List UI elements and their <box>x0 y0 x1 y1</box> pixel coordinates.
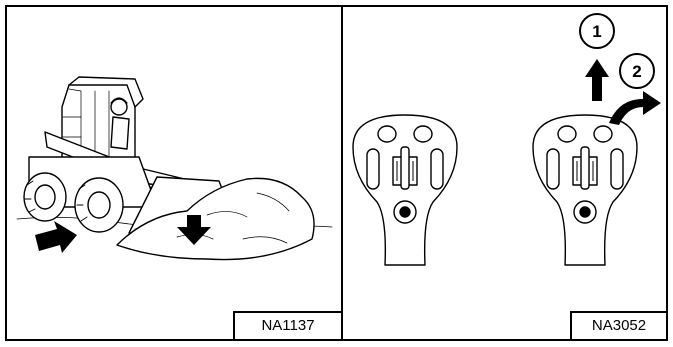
curved-right-arrow <box>609 91 661 125</box>
callout-1: 1 <box>580 14 614 48</box>
figure-id-label: NA3052 <box>570 311 666 339</box>
forward-arrow <box>35 221 77 253</box>
right-joystick-handle <box>533 115 637 265</box>
figure-id-label: NA1137 <box>233 311 341 339</box>
joystick-handles-illustration: 1 2 <box>343 7 666 339</box>
callout-1-label: 1 <box>592 22 601 41</box>
up-arrow <box>585 59 609 101</box>
skid-steer-loader-illustration <box>7 7 341 339</box>
left-joystick-handle <box>353 115 457 265</box>
callout-2-label: 2 <box>632 62 641 81</box>
left-figure-panel: NA1137 <box>5 5 343 341</box>
right-figure-panel: 1 2 NA3052 <box>341 5 668 341</box>
callout-2: 2 <box>620 54 654 88</box>
